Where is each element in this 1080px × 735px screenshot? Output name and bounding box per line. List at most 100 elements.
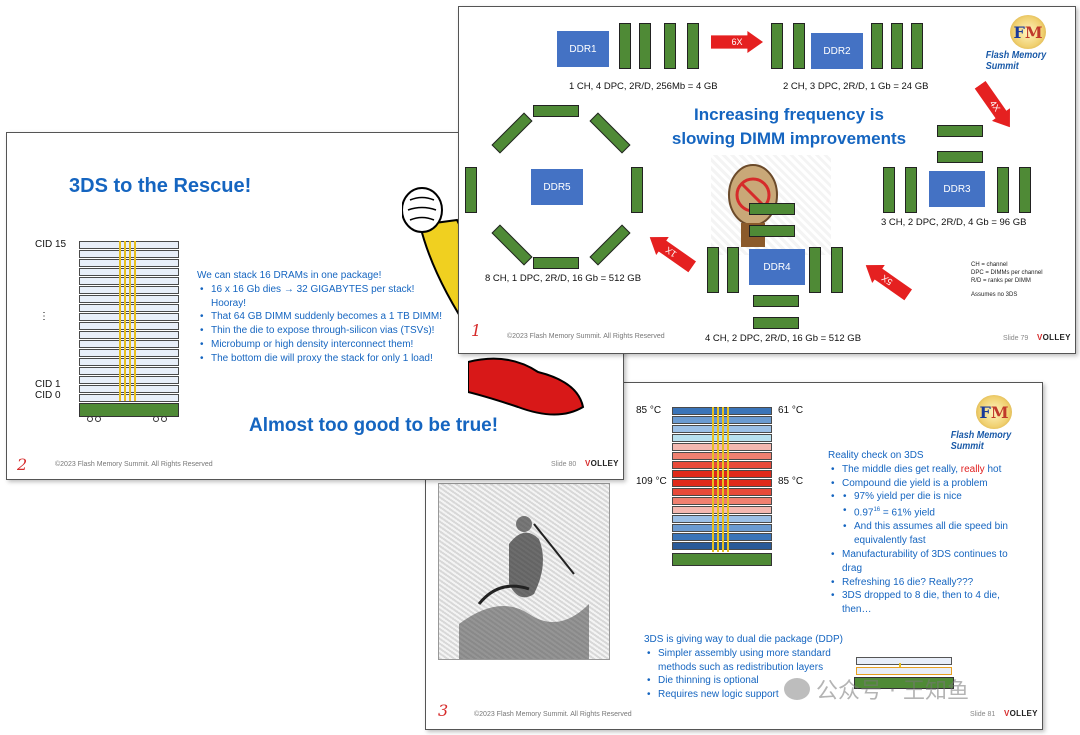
ddp-diagram bbox=[854, 657, 954, 697]
bullet-dropped: 3DS dropped to 8 die, then to 4 die, the… bbox=[831, 589, 1028, 617]
temp-top-left: 85 °C bbox=[636, 405, 662, 416]
slide-79: DDR1 1 CH, 4 DPC, 2R/D, 256Mb = 4 GB 6X … bbox=[458, 6, 1076, 354]
cid-dots: ⋮ bbox=[39, 311, 49, 322]
ddr3-dimm bbox=[997, 167, 1009, 213]
ddr1-block: DDR1 bbox=[557, 31, 609, 67]
copyright: ©2023 Flash Memory Summit. All Rights Re… bbox=[474, 711, 632, 718]
slide-81: 85 °C 61 °C 109 °C 85 °C Reality check o… bbox=[425, 382, 1043, 730]
3ds-bullet-1: 16 x 16 Gb dies → 32 GIGABYTES per stack… bbox=[200, 283, 431, 311]
ddr5-dimm bbox=[491, 224, 533, 266]
reality-heading: Reality check on 3DS bbox=[828, 450, 924, 461]
ddr4-dimm bbox=[753, 317, 799, 329]
ddr2-dimm bbox=[793, 23, 805, 69]
wechat-icon bbox=[784, 678, 810, 700]
3ds-text: We can stack 16 DRAMs in one package! 16… bbox=[197, 269, 467, 366]
ddr2-dimm bbox=[871, 23, 883, 69]
ddr4-dimm bbox=[809, 247, 821, 293]
slide-number: Slide 79 bbox=[1003, 335, 1029, 342]
ddr3-dimm bbox=[883, 167, 895, 213]
ddr4-caption: 4 CH, 2 DPC, 2R/D, 16 Gb = 512 GB bbox=[705, 333, 862, 344]
ddr5-dimm bbox=[533, 257, 579, 269]
arrow-5x: 5X bbox=[859, 256, 914, 304]
temp-mid-right: 85 °C bbox=[778, 476, 804, 487]
slide-number-marker: 3 bbox=[438, 701, 449, 720]
slide-number-marker: 2 bbox=[17, 455, 28, 474]
sub-bullet-3: And this assumes all die speed bin equiv… bbox=[843, 520, 1028, 548]
arrow-1x: 1X bbox=[643, 228, 698, 276]
ddr2-dimm bbox=[771, 23, 783, 69]
ddr1-dimm bbox=[639, 23, 651, 69]
bullet-hot: The middle dies get really, really hot bbox=[831, 463, 1028, 477]
ddr5-dimm bbox=[533, 105, 579, 117]
ddr4-dimm bbox=[707, 247, 719, 293]
3ds-bullet-5: The bottom die will proxy the stack for … bbox=[200, 352, 467, 366]
ddr5-block: DDR5 bbox=[531, 169, 583, 205]
ddr3-block: DDR3 bbox=[929, 171, 985, 207]
ddr5-dimm bbox=[631, 167, 643, 213]
cid-1-label: CID 1 bbox=[35, 379, 61, 390]
ddr1-dimm bbox=[664, 23, 676, 69]
ddr3-dimm bbox=[937, 125, 983, 137]
3ds-bullet-3: Thin the die to expose through-silicon v… bbox=[200, 324, 467, 338]
ddr5-dimm bbox=[465, 167, 477, 213]
ddr4-dimm bbox=[753, 295, 799, 307]
too-good-headline: Almost too good to be true! bbox=[249, 415, 499, 436]
temp-top-right: 61 °C bbox=[778, 405, 804, 416]
ddr2-dimm bbox=[891, 23, 903, 69]
ddr5-caption: 8 CH, 1 DPC, 2R/D, 16 Gb = 512 GB bbox=[485, 273, 642, 284]
ddr3-dimm bbox=[1019, 167, 1031, 213]
ddr1-dimm bbox=[619, 23, 631, 69]
ddp-bullet-2: Die thinning is optional bbox=[647, 674, 844, 688]
slide2-title: 3DS to the Rescue! bbox=[69, 175, 252, 197]
slide-number: Slide 80 bbox=[551, 461, 577, 468]
ddr4-dimm bbox=[727, 247, 739, 293]
cid-0-label: CID 0 bbox=[35, 390, 61, 401]
sub-bullets: 97% yield per die is nice 0.9716 = 61% y… bbox=[831, 490, 1028, 548]
ddp-bullet-1: Simpler assembly using more standard met… bbox=[647, 647, 844, 675]
ddr3-dimm bbox=[905, 167, 917, 213]
ddr5-dimm bbox=[589, 112, 631, 154]
legend: CH = channel DPC = DIMMs per channel R/D… bbox=[971, 262, 1043, 298]
ddr4-block: DDR4 bbox=[749, 249, 805, 285]
slide1-title: Increasing frequency is slowing DIMM imp… bbox=[671, 105, 907, 148]
sub-bullet-2: 0.9716 = 61% yield bbox=[843, 504, 1028, 520]
3ds-bullet-4: Microbump or high density interconnect t… bbox=[200, 338, 467, 352]
ddr3-dimm bbox=[937, 151, 983, 163]
ddr2-block: DDR2 bbox=[811, 33, 863, 69]
ddr5-dimm bbox=[589, 224, 631, 266]
volley-logo: VOLLEY bbox=[1037, 333, 1071, 342]
ddr4-dimm bbox=[831, 247, 843, 293]
bullet-yield: Compound die yield is a problem bbox=[831, 477, 1028, 491]
ddr2-dimm bbox=[911, 23, 923, 69]
sub-bullet-1: 97% yield per die is nice bbox=[843, 490, 1028, 504]
arrow-6x: 6X bbox=[711, 31, 763, 53]
ddp-heading: 3DS is giving way to dual die package (D… bbox=[644, 634, 843, 645]
superhero-boot-illustration bbox=[467, 352, 588, 422]
watermark: 公众号 · 王知鱼 bbox=[784, 673, 969, 705]
don-quixote-illustration bbox=[438, 483, 610, 660]
ddr1-caption: 1 CH, 4 DPC, 2R/D, 256Mb = 4 GB bbox=[569, 81, 718, 92]
ddr5-dimm bbox=[491, 112, 533, 154]
ddr4-dimm bbox=[749, 225, 795, 237]
copyright: ©2023 Flash Memory Summit. All Rights Re… bbox=[55, 461, 213, 468]
3ds-die-stack bbox=[79, 241, 181, 422]
bullet-manufacturability: Manufacturability of 3DS continues to dr… bbox=[831, 548, 1028, 576]
ddp-text: 3DS is giving way to dual die package (D… bbox=[644, 633, 844, 702]
ddr1-dimm bbox=[687, 23, 699, 69]
cid-15-label: CID 15 bbox=[35, 239, 67, 250]
reality-check-text: Reality check on 3DS The middle dies get… bbox=[828, 449, 1028, 617]
slide-number: Slide 81 bbox=[970, 711, 996, 718]
ddr4-dimm bbox=[749, 203, 795, 215]
ddr2-caption: 2 CH, 3 DPC, 2R/D, 1 Gb = 24 GB bbox=[783, 81, 929, 92]
hot-die-stack bbox=[672, 407, 772, 582]
bullet-refresh: Refreshing 16 die? Really??? bbox=[831, 576, 1028, 590]
temp-mid-left: 109 °C bbox=[636, 476, 667, 487]
copyright: ©2023 Flash Memory Summit. All Rights Re… bbox=[507, 333, 665, 340]
volley-logo: VOLLEY bbox=[1004, 709, 1038, 718]
ddr3-caption: 3 CH, 2 DPC, 2R/D, 4 Gb = 96 GB bbox=[881, 217, 1027, 228]
ddp-bullet-3: Requires new logic support bbox=[647, 688, 844, 702]
volley-logo: VOLLEY bbox=[585, 459, 619, 468]
slide-number-marker: 1 bbox=[471, 321, 482, 340]
